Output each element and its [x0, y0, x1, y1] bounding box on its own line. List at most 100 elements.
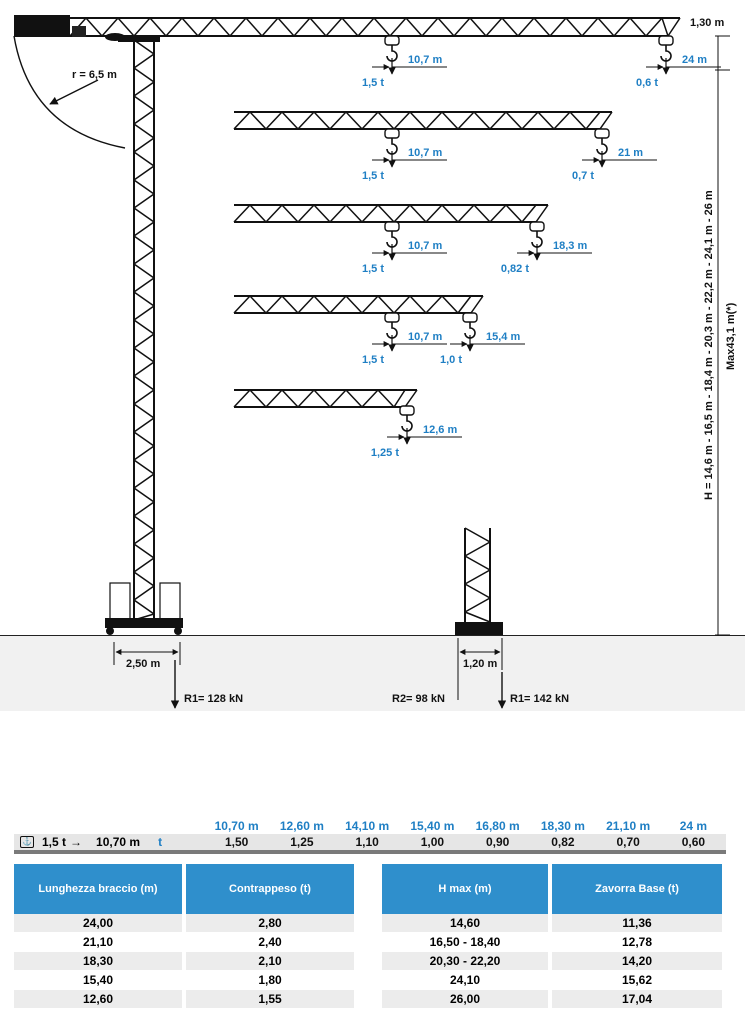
- table-cell: 2,80: [186, 914, 354, 932]
- height-range-label: H = 14,6 m - 16,5 m - 18,4 m - 20,3 m - …: [703, 190, 715, 500]
- base-plate-left: [105, 618, 183, 628]
- column-header: H max (m): [382, 864, 548, 914]
- table-cell: 2,40: [186, 933, 354, 951]
- arrow-icon: →: [70, 835, 83, 849]
- table-cell: 24,00: [14, 914, 182, 932]
- base-block-right: [455, 622, 503, 635]
- lead-load: 1,5 t: [42, 835, 67, 849]
- ballast-left-2: [159, 582, 181, 620]
- load-cell: 0,82: [551, 835, 575, 849]
- column-header: Lunghezza braccio (m): [14, 864, 182, 914]
- hook-icon: [462, 312, 478, 352]
- load-chart-table: 10,70 m 12,60 m 14,10 m 15,40 m 16,80 m …: [14, 818, 726, 854]
- tip-distance-label: 18,3 m: [553, 240, 587, 252]
- truss-layer: [69, 17, 681, 623]
- alt-jib-1: [233, 111, 613, 130]
- alt-jib-4: [233, 389, 418, 408]
- table-cell: 2,10: [186, 952, 354, 970]
- alt-jib-3: [233, 295, 484, 314]
- table-cell: 14,20: [552, 952, 722, 970]
- table-cell: 21,10: [14, 933, 182, 951]
- tip-load-label: 0,7 t: [572, 170, 594, 182]
- unit-label: t: [158, 835, 163, 849]
- hook-icon: [658, 35, 674, 75]
- load-cell: 0,70: [616, 835, 640, 849]
- inner-distance-label: 10,7 m: [408, 240, 442, 252]
- distance-cell: 18,30 m: [540, 819, 585, 833]
- load-cell: 0,90: [485, 835, 510, 849]
- table-cell: 1,80: [186, 971, 354, 989]
- counterweight: [14, 15, 70, 37]
- tip-distance-label: 12,6 m: [423, 424, 457, 436]
- tip-distance-label: 15,4 m: [486, 331, 520, 343]
- tip-distance-label: 24 m: [682, 54, 707, 66]
- tower-section-right: [464, 527, 491, 623]
- hook-icon: [594, 128, 610, 168]
- inner-load-label: 1,5 t: [362, 263, 384, 275]
- table-cell: 11,36: [552, 914, 722, 932]
- distance-cell: 24 m: [679, 819, 708, 833]
- distance-cell: 15,40 m: [410, 819, 455, 833]
- load-values-row: ⚓ 1,5 t → 10,70 m t 1,50 1,25 1,10 1,00 …: [14, 834, 726, 854]
- column-header: Zavorra Base (t): [552, 864, 722, 914]
- table-cell: 18,30: [14, 952, 182, 970]
- distance-cell: 12,60 m: [279, 819, 324, 833]
- load-distances-row: 10,70 m 12,60 m 14,10 m 15,40 m 16,80 m …: [14, 818, 726, 834]
- crane-diagram: 1,30 m r = 6,5 m 2,50 m 1,20 m R1= 128 k…: [13, 15, 737, 709]
- inner-load-label: 1,5 t: [362, 354, 384, 366]
- alt-jib-2: [233, 204, 549, 223]
- table-cell: 20,30 - 22,20: [382, 952, 548, 970]
- ground: [0, 635, 745, 711]
- column-header: Contrappeso (t): [186, 864, 354, 914]
- tip-load-label: 0,82 t: [501, 263, 529, 275]
- hook-icon: [529, 221, 545, 261]
- hook-icon: [384, 35, 400, 75]
- distance-cell: 16,80 m: [475, 819, 520, 833]
- motor: [105, 33, 125, 41]
- dim-top-label: 1,30 m: [690, 17, 724, 29]
- table-cell: 12,60: [14, 990, 182, 1008]
- radius-label: r = 6,5 m: [72, 69, 117, 81]
- load-cell: 1,10: [355, 835, 379, 849]
- jib-counterweight-table: Lunghezza braccio (m) Contrappeso (t) 24…: [14, 864, 354, 1009]
- lead-distance: 10,70 m: [96, 835, 141, 849]
- hook-icon: [399, 405, 415, 445]
- inner-distance-label: 10,7 m: [408, 331, 442, 343]
- table-cell: 17,04: [552, 990, 722, 1008]
- tip-distance-label: 21 m: [618, 147, 643, 159]
- load-cell: 1,00: [420, 835, 445, 849]
- table-cell: 14,60: [382, 914, 548, 932]
- r2-label: R2= 98 kN: [392, 693, 445, 705]
- table-cell: 15,40: [14, 971, 182, 989]
- load-cell: 1,50: [224, 835, 249, 849]
- radius-arrow: [49, 79, 99, 105]
- load-cell: 1,25: [290, 835, 314, 849]
- hook-icon: [384, 128, 400, 168]
- load-cell: 0,60: [681, 835, 706, 849]
- slewing-radius-arc: [13, 35, 126, 149]
- hook-icon: ⚓: [20, 836, 34, 848]
- inner-distance-label: 10,7 m: [408, 54, 442, 66]
- table-cell: 15,62: [552, 971, 722, 989]
- r1-right-label: R1= 142 kN: [510, 693, 569, 705]
- table-cell: 12,78: [552, 933, 722, 951]
- inner-load-label: 1,5 t: [362, 170, 384, 182]
- inner-distance-label: 10,7 m: [408, 147, 442, 159]
- tower-mast: [133, 39, 155, 621]
- slewing-ring: [118, 36, 160, 42]
- table-cell: 16,50 - 18,40: [382, 933, 548, 951]
- hook-icon: [384, 221, 400, 261]
- main-jib: [69, 17, 681, 37]
- base-width-right-label: 1,20 m: [463, 658, 497, 670]
